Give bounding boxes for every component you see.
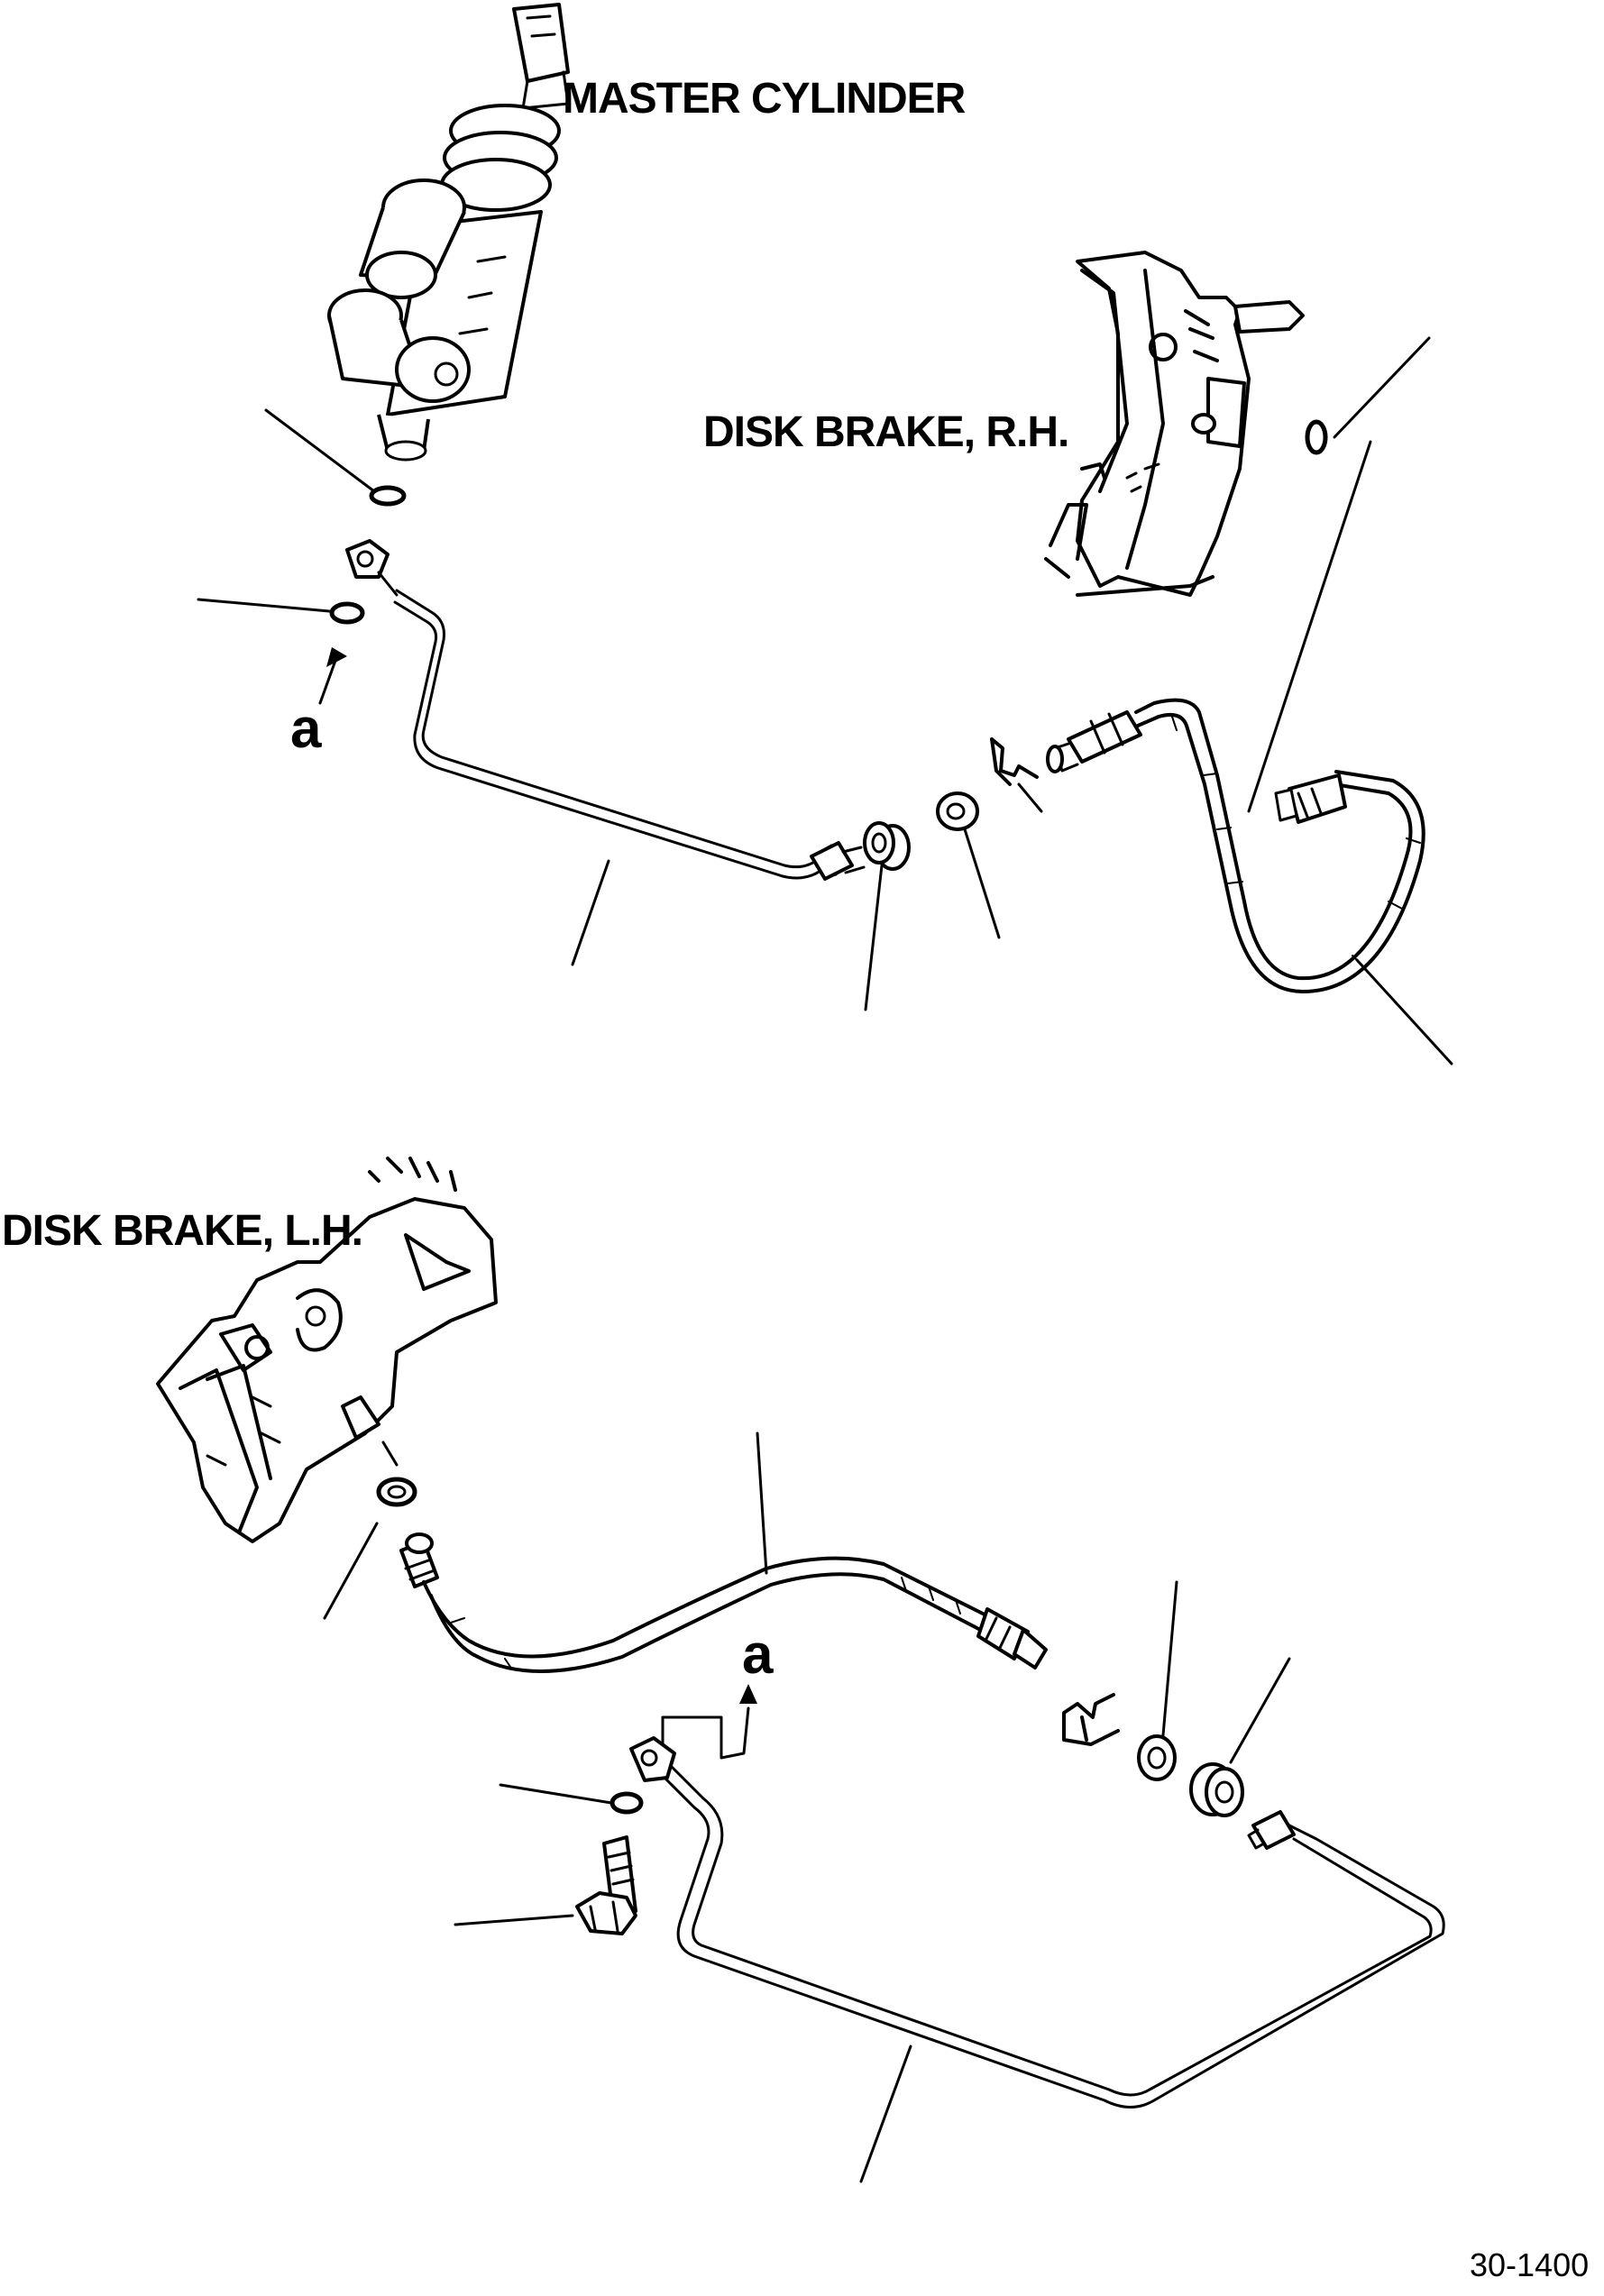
master-cylinder-drawing [327,3,570,462]
rh-brake-hose [1046,698,1425,993]
bolt-icon [575,1835,637,1935]
reference-a-bottom: a [742,1624,774,1686]
union-nut-lower [1189,1762,1244,1817]
disk-brake-rh-drawing [1044,251,1305,597]
union-washer [936,791,979,831]
clip-icon [1062,1693,1120,1746]
clip-icon [990,737,1039,786]
washer-icon [329,601,365,625]
master-brake-tube [345,539,866,881]
washer-icon [369,485,407,507]
lh-brake-tube [629,1736,1445,2108]
lh-brake-hose [399,1532,1048,1673]
washer-icon [1305,419,1328,455]
reference-a-top: a [290,698,322,760]
master-cylinder-label: MASTER CYLINDER [563,75,966,123]
washer-icon [376,1477,417,1507]
washer-icon [610,1791,644,1815]
figure-number: 30-1400 [1470,2246,1590,2283]
disk-brake-lh-label: DISK BRAKE, L.H. [2,1207,363,1255]
arrow-icon [739,1684,757,1704]
disk-brake-lh-drawing [156,1157,498,1543]
arrow-icon [326,647,347,667]
disk-brake-rh-label: DISK BRAKE, R.H. [703,408,1069,456]
union-nut [863,821,911,871]
union-washer-lower [1137,1734,1177,1781]
